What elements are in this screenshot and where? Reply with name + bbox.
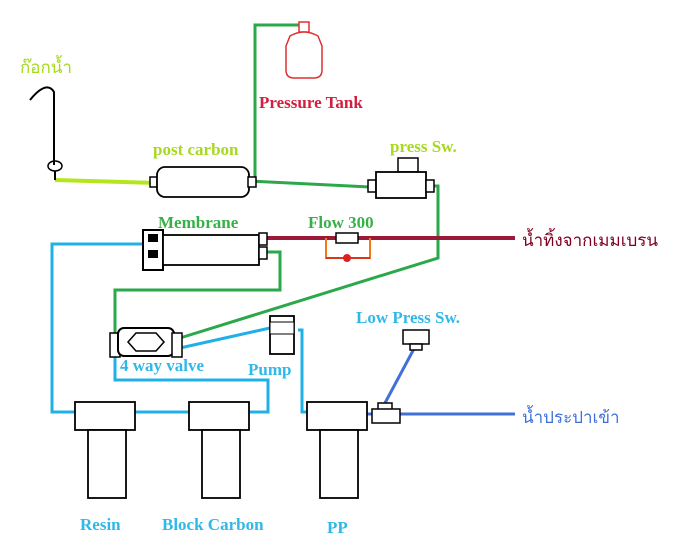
pressure-switch (367, 157, 435, 199)
membrane-inlet-pipe (50, 242, 148, 414)
drain-label: น้ำทิ้งจากเมมเบรน (522, 228, 658, 251)
flow-restrictor (335, 232, 359, 244)
pressure-tank (285, 21, 323, 79)
flow-valve-dot (343, 254, 351, 262)
four-way-valve (109, 327, 183, 358)
faucet-spout (29, 86, 55, 165)
faucet-pipe (54, 178, 159, 185)
membrane-housing (142, 229, 268, 271)
pressure-tank-label: Pressure Tank (259, 93, 363, 112)
membrane-label: Membrane (158, 213, 239, 232)
pump-label: Pump (248, 360, 291, 379)
low-press-sw-label: Low Press Sw. (356, 308, 460, 327)
block-carbon-filter (188, 401, 250, 499)
resin-filter (74, 401, 136, 499)
pump (269, 315, 295, 355)
pump-to-pp-pipe (298, 328, 310, 414)
pp-label: PP (327, 518, 348, 537)
press-sw-label: press Sw. (390, 137, 457, 156)
valve-to-pump-pipe (179, 326, 271, 350)
block-carbon-label: Block Carbon (162, 515, 264, 534)
post-carbon-to-pressure-switch-pipe (249, 179, 371, 189)
four-way-valve-label: 4 way valve (120, 356, 205, 375)
faucet-label: ก๊อกน้ำ (20, 55, 72, 78)
post-carbon-filter (149, 166, 257, 198)
pp-filter (306, 401, 368, 499)
low-pressure-switch (402, 329, 430, 351)
block-carbon-to-valve-pipe (113, 355, 270, 414)
low-press-switch-pipe (383, 344, 418, 404)
resin-label: Resin (80, 515, 121, 534)
membrane-to-valve-pipe (113, 250, 282, 340)
post-carbon-label: post carbon (153, 140, 239, 159)
tap-water-in-label: น้ำประปาเข้า (522, 405, 620, 428)
inlet-tee (371, 402, 401, 424)
flow-label: Flow 300 (308, 213, 374, 232)
